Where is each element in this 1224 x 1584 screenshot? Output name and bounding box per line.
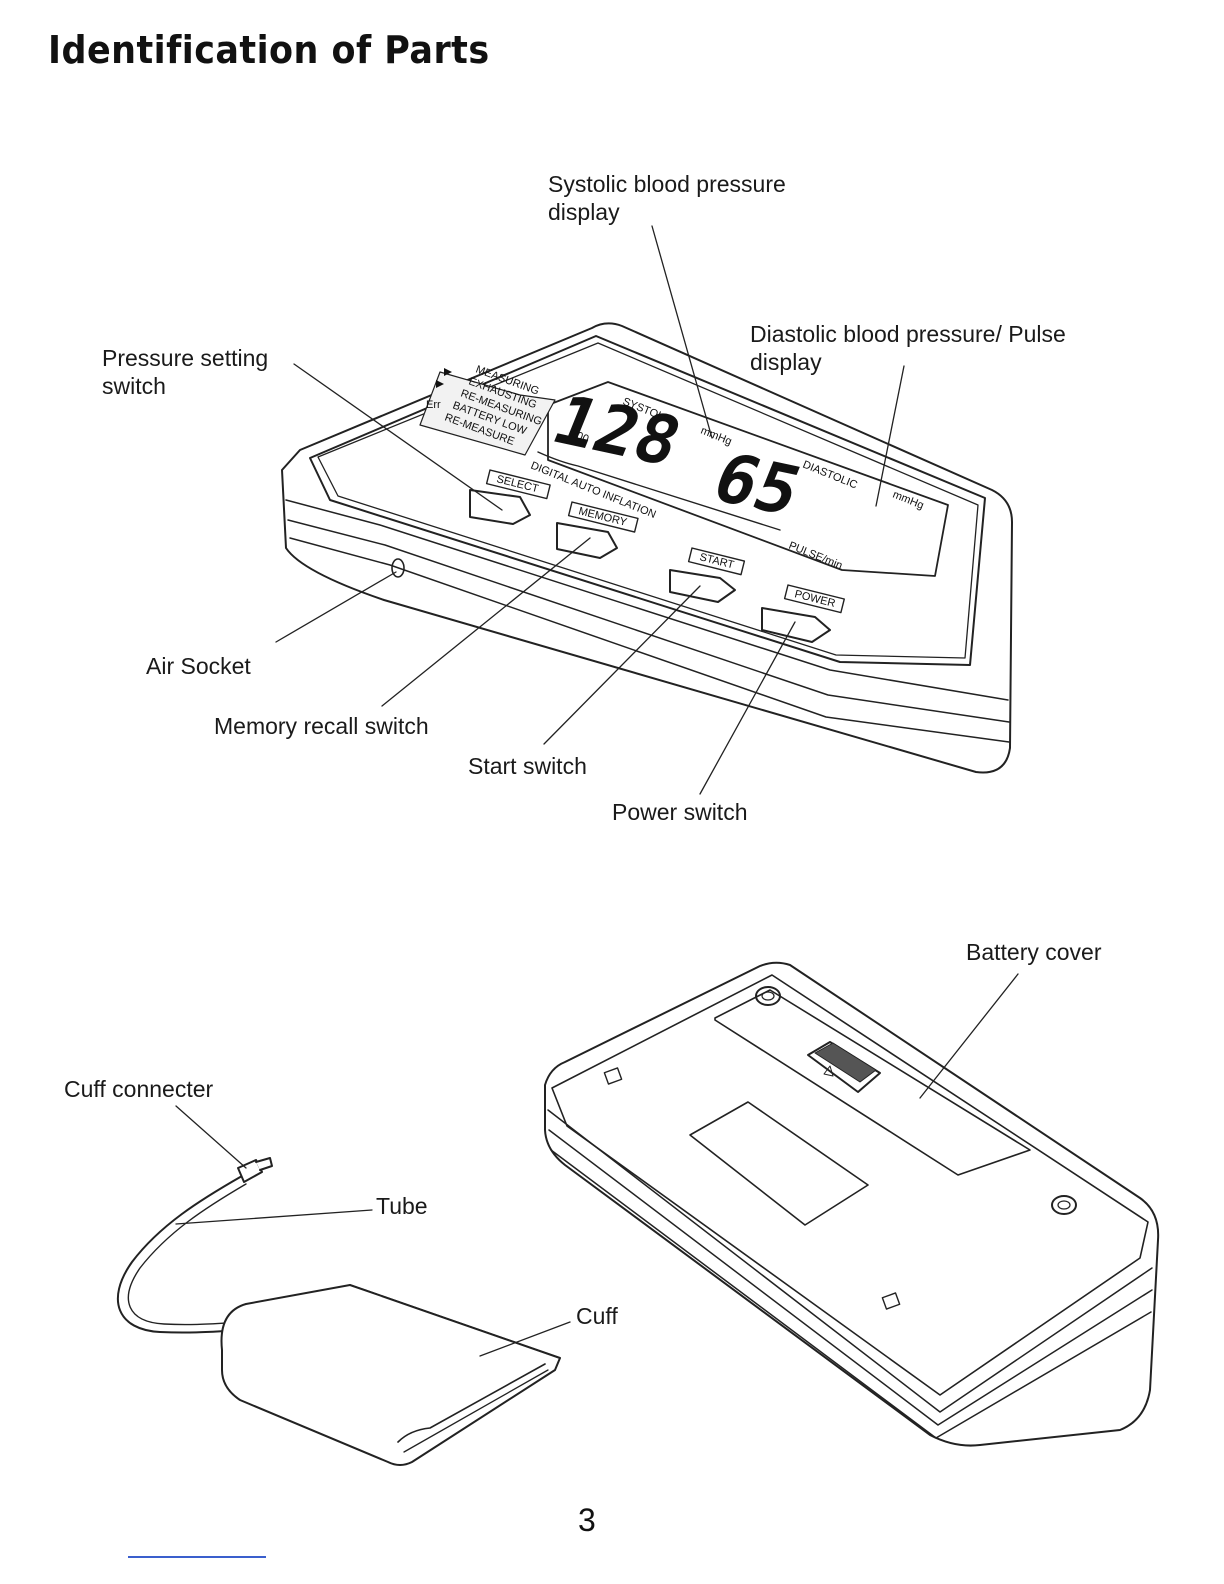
power-button-tag — [783, 584, 845, 614]
cuff-edge — [397, 1363, 546, 1443]
callout-memory-recall: Memory recall switch — [214, 713, 429, 739]
leader-battery-cover — [919, 973, 1019, 1099]
callout-pressure-line-1: Pressure setting — [102, 345, 269, 371]
indicator-error: Err — [426, 399, 441, 411]
back-side-stripe-2 — [548, 1129, 1153, 1426]
screw-icon — [755, 986, 781, 1006]
indicator-arrow-icon-2 — [436, 380, 444, 388]
back-body-outline — [544, 961, 1160, 1447]
cuff-assembly — [116, 1157, 561, 1466]
cuff-connector-tip — [255, 1157, 273, 1171]
start-button-tag — [687, 547, 746, 576]
cuff-fold — [349, 1284, 561, 1359]
leader-cuff-connecter — [175, 1105, 247, 1169]
leader-diastolic — [875, 365, 905, 507]
leader-air-socket — [275, 571, 397, 643]
power-button-key — [761, 607, 831, 643]
monitor-side-stripe-3 — [289, 537, 1010, 743]
battery-latch-arrow-icon — [823, 1065, 834, 1077]
callout-diastolic-line-2: display — [750, 349, 822, 375]
back-top-face — [551, 974, 1149, 1396]
cuff-body — [220, 1284, 561, 1466]
leader-systolic — [651, 225, 713, 439]
callout-start-switch: Start switch — [468, 753, 587, 779]
memory-button-label: MEMORY — [577, 505, 628, 529]
footer-rule — [128, 1556, 266, 1558]
start-button-key — [669, 569, 736, 603]
memory-button[interactable]: MEMORY — [556, 501, 639, 559]
battery-latch — [807, 1041, 881, 1093]
leader-memory — [381, 537, 591, 707]
callout-cuff: Cuff — [576, 1303, 618, 1329]
tube-hose — [116, 1175, 251, 1334]
tube-hose-inner — [127, 1183, 251, 1326]
cuff-edge-2 — [403, 1369, 549, 1453]
monitor-side-stripe-1 — [285, 499, 1009, 701]
callout-tube: Tube — [376, 1193, 428, 1219]
status-indicators: MEASURING EXHAUSTING RE-MEASURING BATTER… — [419, 364, 556, 456]
diastolic-unit: mmHg — [891, 489, 926, 512]
diastolic-digits: 65 — [702, 439, 812, 531]
callout-systolic-line-2: display — [548, 199, 620, 225]
leader-pressure-setting — [293, 363, 503, 511]
page-title: Identification of Parts — [48, 28, 490, 72]
monitor-top-face — [309, 335, 986, 666]
foot-icon — [603, 1067, 623, 1085]
leader-start — [543, 585, 701, 745]
leader-tube — [175, 1209, 373, 1225]
diastolic-label: DIASTOLIC — [801, 459, 859, 492]
page-number: 3 — [578, 1502, 596, 1538]
back-side-stripe-3 — [550, 1149, 1152, 1439]
callout-air-socket: Air Socket — [146, 653, 251, 679]
pulse-label: PULSE/min — [787, 540, 844, 572]
callout-power-switch: Power switch — [612, 799, 748, 825]
leader-lines-back — [175, 973, 1019, 1357]
screw-icon-2 — [1051, 1195, 1077, 1215]
leader-lines-front — [275, 225, 905, 795]
air-socket-port — [391, 558, 405, 578]
monitor-front-view: 128 65 SYSTOLIC mmHg DIASTOLIC mmHg PULS… — [281, 322, 1013, 774]
select-button-tag — [485, 469, 551, 500]
start-button[interactable]: START — [669, 547, 746, 603]
callout-diastolic-line-1: Diastolic blood pressure/ Pulse — [750, 321, 1066, 347]
systolic-unit: mmHg — [699, 425, 734, 448]
monitor-side-stripe-2 — [287, 519, 1010, 723]
monitor-back-view — [544, 961, 1160, 1447]
callout-cuff-connecter: Cuff connecter — [64, 1076, 214, 1102]
back-side-stripe-1 — [547, 1109, 1153, 1413]
lcd-window — [547, 381, 949, 577]
leader-power — [699, 621, 796, 795]
callout-pressure-setting: Pressure setting switch — [102, 344, 268, 400]
indicator-arrow-icon — [444, 368, 452, 376]
back-label-plate — [689, 1101, 869, 1226]
callout-battery-cover: Battery cover — [966, 939, 1102, 965]
callout-systolic-line-1: Systolic blood pressure — [548, 171, 786, 197]
foot-icon-2 — [881, 1292, 901, 1310]
battery-cover-panel — [714, 989, 1031, 1176]
monitor-bezel — [317, 342, 979, 659]
monitor-body-outline — [281, 322, 1013, 774]
memory-button-tag — [567, 501, 639, 533]
battery-latch-grip — [814, 1042, 877, 1083]
lcd-divider — [537, 451, 781, 531]
power-button[interactable]: POWER — [761, 584, 845, 643]
select-button[interactable]: SELECT — [469, 469, 551, 525]
leader-cuff — [479, 1321, 571, 1357]
callout-pressure-line-2: switch — [102, 373, 166, 399]
select-button-key — [469, 489, 531, 525]
indicator-frame — [419, 371, 556, 456]
callout-diastolic-display: Diastolic blood pressure/ Pulse display — [750, 320, 1066, 376]
callout-systolic-display: Systolic blood pressure display — [548, 170, 786, 226]
